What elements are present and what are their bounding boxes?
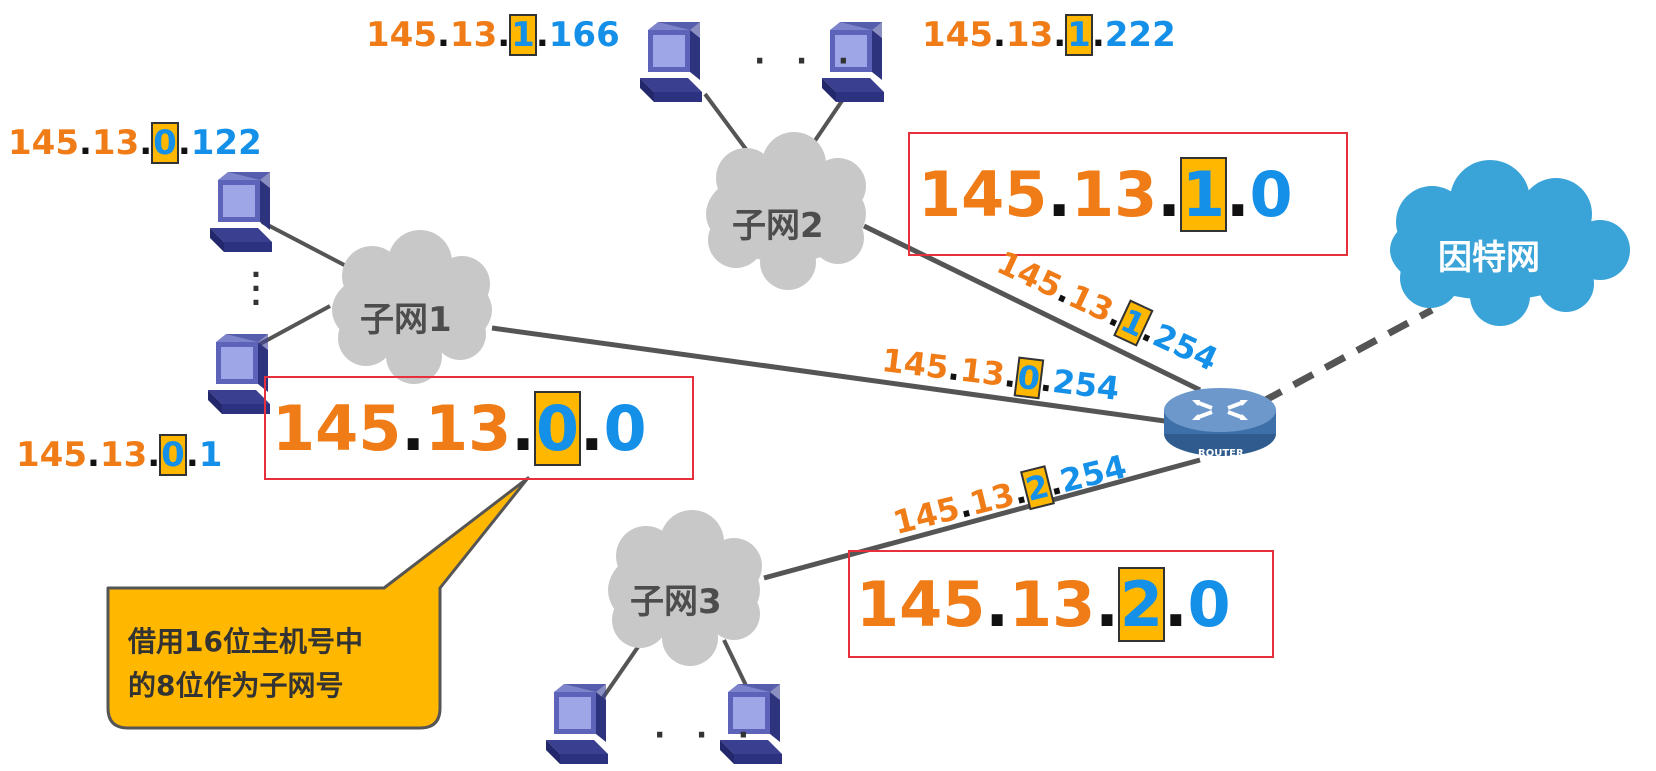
ellipsis-s3: · · ·: [654, 718, 760, 753]
subnet1-label: 子网1: [360, 300, 452, 340]
subnet3-cloud: [608, 510, 762, 666]
pc-icon-s1-bottom: [208, 334, 270, 414]
subnet1-address-box: [264, 376, 694, 480]
host-address-s2-left: 145.13.1.166: [366, 14, 620, 56]
pc-icon-s2-left: [640, 22, 702, 102]
ellipsis-s2: · · ·: [754, 44, 860, 79]
link-host-s1-bottom: [259, 304, 331, 346]
subnet2-cloud: [706, 132, 866, 290]
subnet2-label: 子网2: [732, 206, 824, 246]
pc-icon-s3-left: [546, 684, 608, 764]
subnet3-address: 145.13.2.0: [856, 567, 1231, 642]
link-router-internet: [1260, 306, 1434, 406]
callout-bubble: [106, 476, 530, 730]
host-address-s2-right: 145.13.1.222: [922, 14, 1176, 56]
subnet3-label: 子网3: [630, 582, 722, 622]
callout-line-2: 的8位作为子网号: [128, 669, 344, 702]
host-address-s1-bottom: 145.13.0.1: [16, 434, 223, 476]
subnet2-address-box: [908, 132, 1348, 256]
link-subnet1-router: [491, 325, 1173, 425]
subnet1-cloud: [332, 230, 492, 384]
ellipsis-s1: ···: [250, 258, 262, 319]
router-icon: [1164, 388, 1276, 456]
host-address-s1-top: 145.13.0.122: [8, 122, 262, 164]
subnet3-address-box: [848, 550, 1274, 658]
router-label: ROUTER: [1198, 448, 1244, 459]
pc-icon-s1-top: [210, 172, 272, 252]
subnet1-address: 145.13.0.0: [272, 391, 647, 466]
link-subnet2-router: [862, 223, 1202, 393]
internet-cloud: [1390, 160, 1630, 326]
callout-text: 借用16位主机号中 的8位作为子网号: [128, 620, 363, 708]
callout-line-1: 借用16位主机号中: [128, 625, 363, 658]
link-host-s3-left: [598, 642, 642, 704]
link-subnet3-router: [763, 457, 1201, 581]
subnet2-address: 145.13.1.0: [918, 157, 1293, 232]
internet-label: 因特网: [1438, 238, 1540, 278]
link-host-s1-top: [261, 220, 351, 270]
